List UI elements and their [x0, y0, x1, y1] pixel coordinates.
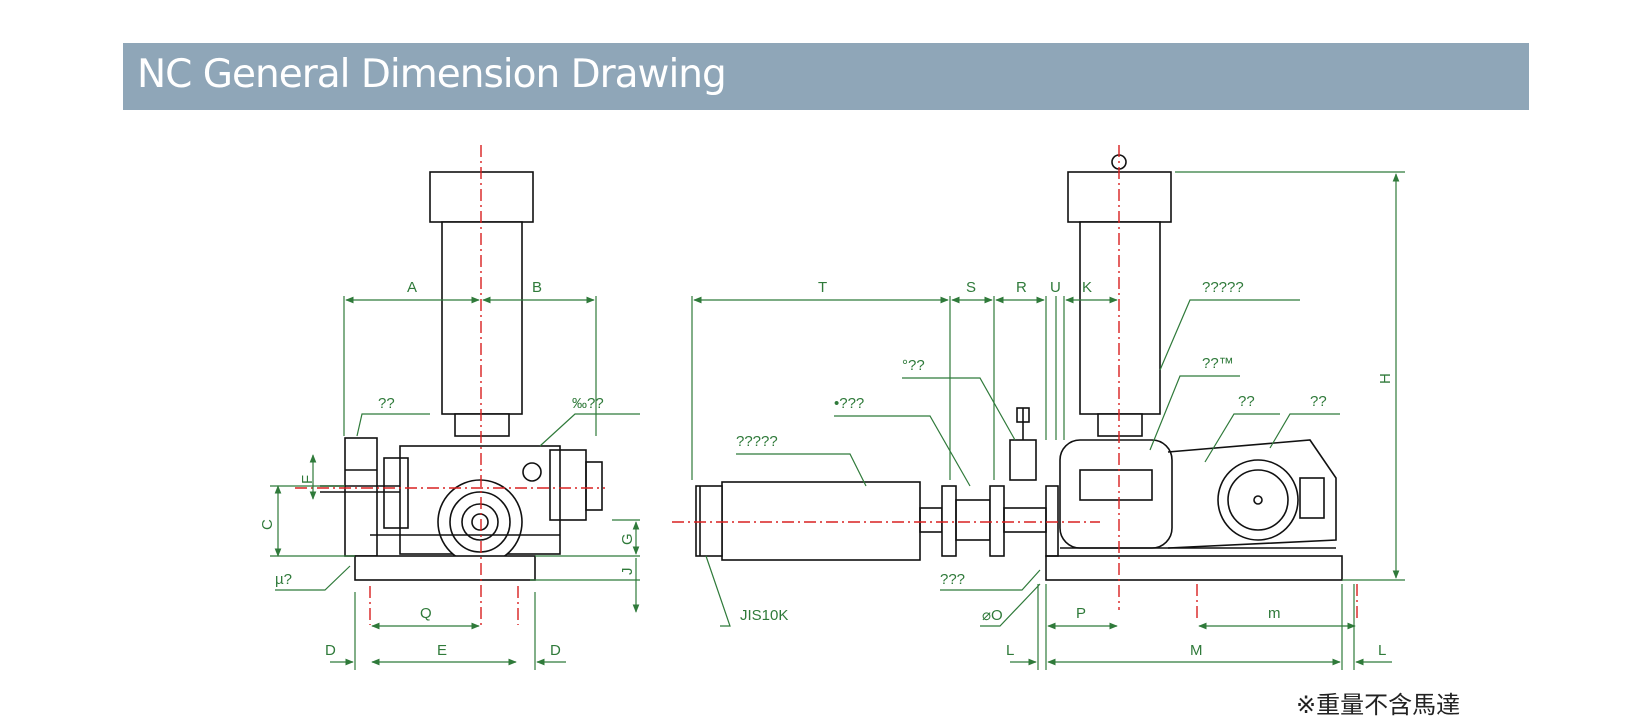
dim-B: B — [532, 279, 542, 296]
side-label-motor1: ?? — [1238, 393, 1255, 410]
dim-P: P — [1076, 605, 1086, 622]
dim-E: E — [437, 642, 447, 659]
front-gauge-icon — [522, 462, 542, 482]
side-motor-icon — [1217, 459, 1299, 541]
front-filter-box — [344, 437, 378, 557]
side-horizontal-silencer — [721, 481, 921, 561]
front-silencer-body — [441, 221, 523, 415]
dim-L-right: L — [1378, 642, 1386, 659]
side-relief-valve — [1009, 439, 1037, 481]
dim-H: H — [1377, 373, 1394, 384]
dim-M: M — [1190, 642, 1203, 659]
dim-L-left: L — [1006, 642, 1014, 659]
dim-T: T — [818, 279, 827, 296]
side-label-silencer-top: ????? — [1202, 279, 1244, 296]
dim-m: m — [1268, 605, 1281, 622]
front-dim-lines — [270, 296, 640, 670]
dim-G: G — [619, 533, 636, 545]
front-view — [320, 171, 603, 581]
side-label-valve: •??? — [834, 395, 864, 412]
side-label-base: ??? — [940, 571, 965, 588]
dim-D-left: D — [325, 642, 336, 659]
side-flange-1 — [941, 485, 957, 557]
title-bar: NC General Dimension Drawing — [123, 43, 1529, 110]
page-title: NC General Dimension Drawing — [137, 52, 727, 97]
dim-A: A — [407, 279, 417, 296]
side-flange-2 — [989, 485, 1005, 557]
side-label-silencer: ????? — [736, 433, 778, 450]
side-label-belt: ??™ — [1202, 355, 1234, 372]
dim-R: R — [1016, 279, 1027, 296]
dim-Q: Q — [420, 605, 432, 622]
side-label-motor2: ?? — [1310, 393, 1327, 410]
dim-F: F — [299, 475, 316, 484]
dim-K: K — [1082, 279, 1092, 296]
side-view — [695, 154, 1343, 581]
side-silencer-body — [1079, 221, 1161, 415]
side-dim-lines — [691, 171, 1405, 670]
side-blower-casing — [1059, 439, 1173, 549]
weight-note: ※重量不含馬達 — [1296, 691, 1461, 719]
side-base — [1045, 555, 1343, 581]
dim-D-right: D — [550, 642, 561, 659]
front-label-part3: µ? — [275, 571, 292, 588]
side-dim-texts: T S R U K H ⌀O P m L M L ????? °?? •??? … — [736, 279, 1394, 659]
side-label-gauge: °?? — [902, 357, 925, 374]
front-label-part1: ?? — [378, 395, 395, 412]
front-dim-texts: A B C F G J Q D E D ?? ‰?? µ? — [259, 279, 636, 659]
dim-U: U — [1050, 279, 1061, 296]
front-base — [354, 555, 536, 581]
front-centerlines — [295, 145, 605, 625]
dim-O: ⌀O — [982, 607, 1003, 624]
side-label-flange: JIS10K — [740, 607, 788, 624]
front-neck — [454, 413, 510, 437]
dim-C: C — [259, 519, 276, 530]
front-label-part2: ‰?? — [572, 395, 604, 412]
dim-S: S — [966, 279, 976, 296]
side-centerlines — [672, 145, 1358, 620]
dim-J: J — [619, 568, 636, 576]
